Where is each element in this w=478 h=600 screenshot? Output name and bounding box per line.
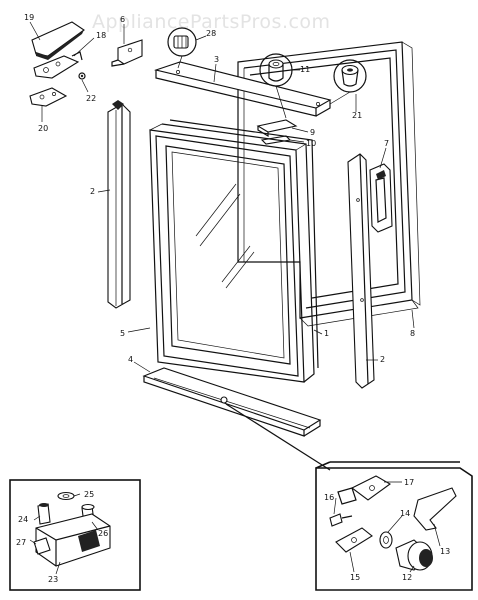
hinge-bracket-18 xyxy=(33,51,83,79)
hardware-kit-box xyxy=(315,461,473,591)
label-21: 21 xyxy=(352,111,362,120)
knob-12 xyxy=(395,539,433,571)
label-18: 18 xyxy=(96,31,106,40)
hinge-plate-20 xyxy=(29,87,68,107)
side-channel-2-left xyxy=(107,100,131,309)
label-16: 16 xyxy=(324,493,334,502)
bracket-6 xyxy=(111,39,143,67)
screw-16 xyxy=(329,513,353,527)
label-12: 12 xyxy=(402,573,412,582)
label-1: 1 xyxy=(324,329,329,338)
handle-7 xyxy=(369,163,393,233)
label-13: 13 xyxy=(440,547,450,556)
label-7: 7 xyxy=(384,139,389,148)
side-channel-2-right xyxy=(347,153,375,389)
glass-1 xyxy=(195,183,255,289)
label-9: 9 xyxy=(310,128,315,137)
label-8: 8 xyxy=(410,329,415,338)
label-14: 14 xyxy=(400,509,410,518)
top-channel-3 xyxy=(153,61,332,117)
label-6: 6 xyxy=(120,15,125,24)
label-22: 22 xyxy=(86,94,96,103)
label-5: 5 xyxy=(120,329,125,338)
label-23: 23 xyxy=(48,575,58,584)
label-27: 27 xyxy=(16,538,26,547)
latch-13 xyxy=(413,487,457,531)
label-19: 19 xyxy=(24,13,34,22)
label-17: 17 xyxy=(404,478,414,487)
label-26: 26 xyxy=(98,529,108,538)
bottom-channel-4 xyxy=(142,367,322,437)
hinge-block-23 xyxy=(35,513,111,567)
nut-27 xyxy=(33,537,51,555)
latch-plate-15 xyxy=(335,527,373,553)
leader-to-kit xyxy=(225,403,331,471)
label-10: 10 xyxy=(306,139,316,148)
leader-lines xyxy=(29,21,441,575)
label-28: 28 xyxy=(206,29,216,38)
label-25: 25 xyxy=(84,490,94,499)
label-3: 3 xyxy=(214,55,219,64)
label-4: 4 xyxy=(128,355,133,364)
glass-frame-5 xyxy=(149,119,319,383)
label-2-right: 2 xyxy=(380,355,385,364)
washer-14 xyxy=(379,531,393,549)
nut-25 xyxy=(57,491,75,501)
part-labels: 19 18 22 20 6 28 3 11 21 9 10 2 7 1 2 8 … xyxy=(16,13,450,584)
watermark: AppliancePartsPros.com xyxy=(92,11,331,33)
label-20: 20 xyxy=(38,124,48,133)
bushing-24 xyxy=(37,503,51,525)
hinge-cover-19 xyxy=(31,21,85,60)
latch-bracket-17 xyxy=(337,475,392,505)
bushing-28-callout xyxy=(167,27,197,69)
bushing-21-callout xyxy=(329,59,367,105)
left-kit-box xyxy=(9,479,141,591)
washer-22 xyxy=(78,72,86,80)
label-15: 15 xyxy=(350,573,360,582)
label-24: 24 xyxy=(18,515,28,524)
label-11: 11 xyxy=(300,65,310,74)
label-2-left: 2 xyxy=(90,187,95,196)
